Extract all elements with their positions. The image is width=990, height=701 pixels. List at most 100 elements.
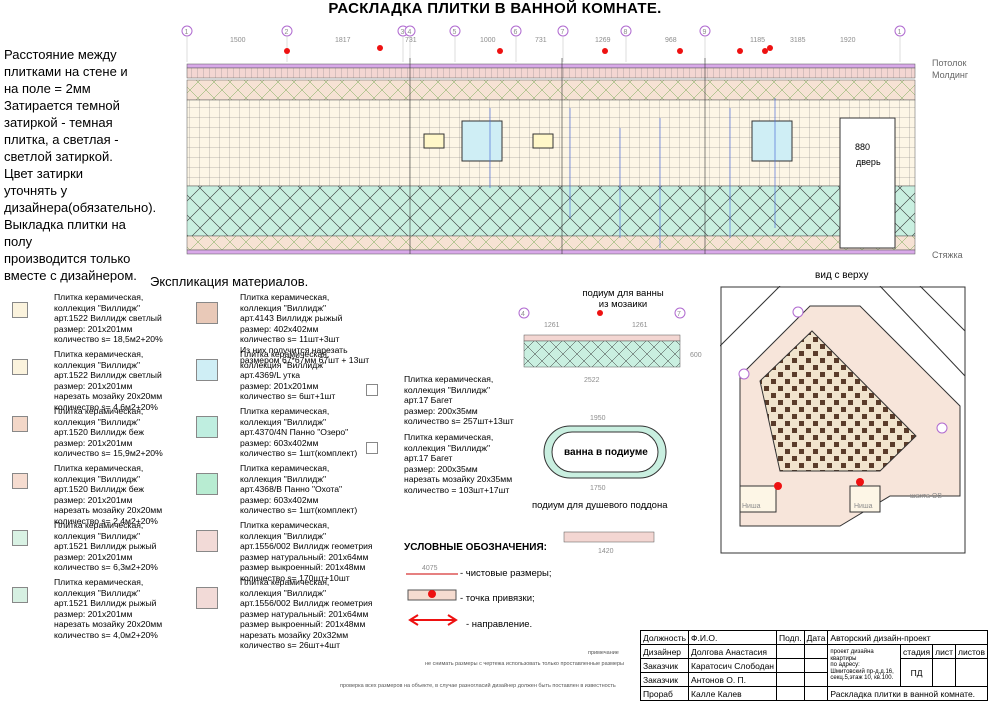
note-line: Цвет затирки (4, 166, 84, 181)
top-view-title: вид с верху (815, 270, 869, 281)
bath-drawing: 1950 ванна в подиуме 1750 (543, 415, 667, 492)
top-dimension: 3185 (790, 37, 806, 44)
material-swatch (12, 587, 28, 603)
material-swatch (196, 530, 218, 552)
material-swatch (12, 473, 28, 489)
niche-label-1: Ниша (742, 503, 761, 510)
title-block: Должность Ф.И.О. Подп. Дата Авторский ди… (639, 630, 988, 701)
material-swatch (196, 416, 218, 438)
legend-item-anchor: - точка привязки; (460, 593, 535, 604)
anchor-point (677, 48, 683, 54)
top-dimension: 1920 (840, 37, 856, 44)
material-item: Плитка керамическая,коллекция "Виллидж"а… (240, 349, 336, 401)
material-swatch (366, 384, 378, 396)
top-dimension: 1269 (595, 37, 611, 44)
note-line: Расстояние между (4, 47, 117, 62)
legend-item-dims: - чистовые размеры; (460, 568, 552, 579)
note-line: Выкладка плитки на (4, 217, 126, 232)
axis-label: 7 (561, 29, 565, 36)
top-dimension: 1000 (480, 37, 496, 44)
material-item: Плитка керамическая,коллекция "Виллидж"а… (240, 520, 373, 583)
anchor-point (602, 48, 608, 54)
material-swatch (12, 302, 28, 318)
top-dimension: 731 (535, 37, 547, 44)
axis-label: 1 (185, 29, 189, 36)
material-item: Плитка керамическая,коллекция "Виллидж"а… (240, 463, 358, 515)
ceiling-label: Потолок (932, 58, 966, 68)
note-line: Затирается темной (4, 98, 120, 113)
podium-shower-title: подиум для душевого поддона (532, 500, 668, 511)
material-item: Плитка керамическая,коллекция "Виллидж"а… (240, 406, 358, 458)
svg-text:1420: 1420 (598, 548, 614, 555)
anchor-point (737, 48, 743, 54)
note-line: плитками на стене и (4, 64, 128, 79)
note-line: затиркой - темная (4, 115, 113, 130)
material-item: Плитка керамическая,коллекция "Виллидж"а… (54, 463, 163, 526)
anchor-point (762, 48, 768, 54)
bath-label: ванна в подиуме (564, 447, 648, 458)
top-view-plan: Ниша Ниша шахта ОВ (720, 286, 966, 554)
anchor-point (377, 45, 383, 51)
material-item: Плитка керамическая,коллекция "Виллидж"а… (54, 577, 163, 640)
axis-label: 4 (408, 29, 412, 36)
note-line: производится только (4, 251, 131, 266)
top-dimension: 1500 (230, 37, 246, 44)
shaft-label: шахта ОВ (910, 493, 942, 500)
axis-label: 2 (285, 29, 289, 36)
niche-label-2: Ниша (854, 503, 873, 510)
svg-text:2522: 2522 (584, 377, 600, 384)
top-dimension: 968 (665, 37, 677, 44)
note-line: дизайнера(обязательно). (4, 200, 157, 215)
podium-shower-drawing: 1420 (563, 531, 655, 555)
anchor-point (497, 48, 503, 54)
legend-item-direction: - направление. (466, 619, 533, 630)
note-line: плитка, а светлая - (4, 132, 119, 147)
podium-bath-drawing: 4 7 1261 1261 2522 600 (518, 307, 702, 384)
door-width-label: 880 (855, 142, 870, 152)
podium-bath-title: подиум для ванны из мозаики (582, 288, 664, 310)
axis-label: 3 (401, 29, 405, 36)
material-item: Плитка керамическая,коллекция "Виллидж"а… (54, 349, 163, 412)
screed-label: Стяжка (932, 250, 963, 260)
footnote-2: проверка всех размеров на объекте, в слу… (340, 683, 616, 689)
anchor-point (767, 45, 773, 51)
anchor-point (284, 48, 290, 54)
footnote-1: не снимать размеры с чертежа использоват… (425, 661, 624, 667)
material-swatch (12, 416, 28, 432)
material-swatch (12, 530, 28, 546)
material-item: Плитка керамическая,коллекция "Виллидж"а… (240, 577, 373, 650)
page-title: РАСКЛАДКА ПЛИТКИ В ВАННОЙ КОМНАТЕ. (328, 0, 662, 17)
note-line: вместе с дизайнером. (4, 268, 137, 283)
material-swatch (196, 302, 218, 324)
footnote-note: примечание (588, 650, 619, 656)
note-line: светлой затиркой. (4, 149, 113, 164)
material-item: Плитка керамическая,коллекция "Виллидж"а… (54, 292, 163, 344)
material-swatch (196, 359, 218, 381)
axis-label: 6 (514, 29, 518, 36)
note-line: уточнять у (4, 183, 68, 198)
note-line: на поле = 2мм (4, 81, 91, 96)
material-item: Плитка керамическая,коллекция "Виллидж"а… (404, 432, 513, 495)
notes-block: Расстояние между плитками на стене и на по… (4, 46, 164, 284)
top-dimension: 731 (405, 37, 417, 44)
molding-label: Молдинг (932, 70, 969, 80)
svg-text:4075: 4075 (422, 565, 438, 572)
address-cell: проект дизайна квартиры по адресу: Шмито… (827, 644, 902, 687)
legend-title: УСЛОВНЫЕ ОБОЗНАЧЕНИЯ: (404, 542, 547, 553)
svg-text:1261: 1261 (632, 322, 648, 329)
axis-label: 1 (898, 29, 902, 36)
svg-text:1750: 1750 (590, 485, 606, 492)
material-item: Плитка керамическая,коллекция "Виллидж"а… (54, 520, 158, 572)
svg-text:1950: 1950 (590, 415, 606, 422)
axis-label: 8 (624, 29, 628, 36)
top-dimension: 1817 (335, 37, 351, 44)
material-swatch (196, 587, 218, 609)
svg-text:600: 600 (690, 352, 702, 359)
note-line: полу (4, 234, 33, 249)
material-swatch (12, 359, 28, 375)
material-swatch (366, 442, 378, 454)
axis-label: 9 (703, 29, 707, 36)
svg-text:1261: 1261 (544, 322, 560, 329)
top-dimension: 1185 (750, 37, 765, 44)
